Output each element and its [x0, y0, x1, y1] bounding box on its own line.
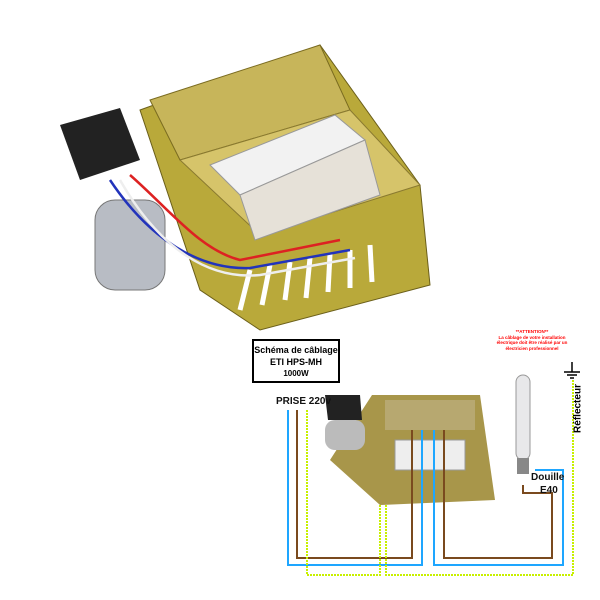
warning-line: La câblage de votre installation [498, 334, 566, 340]
wire-left-brown [296, 410, 413, 559]
warning-text: **ATTENTION** La câblage de votre instal… [487, 329, 577, 351]
wire-left-earth [306, 410, 381, 576]
title-line: Schéma de câblage [254, 345, 338, 355]
wire-right-brown [443, 430, 553, 559]
socket-label-2: E40 [540, 485, 558, 496]
warning-line: électricien professionnel [505, 345, 559, 351]
wire-left-blue [287, 410, 423, 566]
diagram-title-box: Schéma de câblage ETI HPS-MH 1000W [252, 339, 340, 383]
wire-right-earth [385, 380, 574, 576]
ground-icon [564, 362, 580, 379]
bulb-icon [515, 374, 531, 474]
socket-label-1: Douille [531, 472, 565, 483]
warning-line: **ATTENTION** [515, 329, 549, 334]
title-line: 1000W [283, 369, 309, 378]
warning-line: électrique doit être réalisé par un [496, 340, 568, 345]
title-line: ETI HPS-MH [269, 357, 322, 367]
reflector-label: Réflecteur [572, 384, 584, 433]
wire-right-blue [433, 430, 564, 566]
ballast-thumbnail [325, 395, 495, 505]
power-label: PRISE 220v [276, 396, 332, 407]
